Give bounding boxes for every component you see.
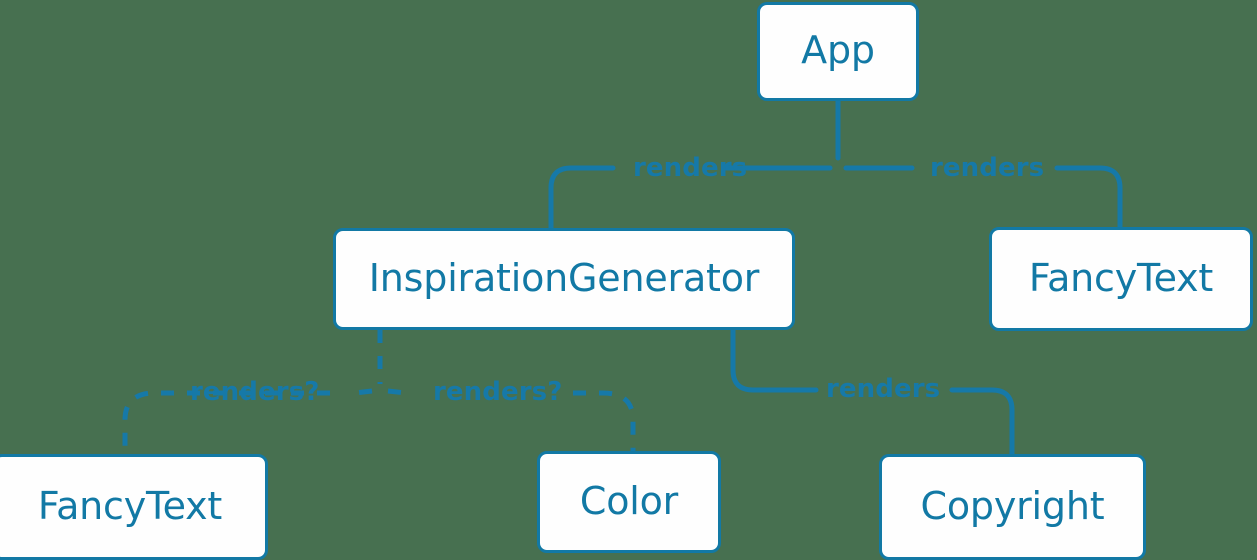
node-copyright-label: Copyright bbox=[920, 483, 1105, 528]
edge-inspirationgenerator-to-fancytext-mid bbox=[122, 390, 330, 454]
node-color-label: Color bbox=[579, 478, 679, 523]
edge-inspirationgenerator-to-color bbox=[387, 388, 407, 396]
node-inspirationgenerator[interactable]: InspirationGenerator bbox=[333, 228, 795, 330]
node-fancytext-right[interactable]: FancyText bbox=[989, 227, 1253, 331]
edge-inspirationgenerator-to-copyright-tail bbox=[949, 387, 1015, 457]
edge-label-inspirationgenerator-to-color: renders? bbox=[433, 377, 563, 407]
edge-label-app-to-fancytext: renders bbox=[930, 153, 1045, 183]
node-app[interactable]: App bbox=[757, 2, 919, 101]
edge-label-inspirationgenerator-to-fancytext: renders? bbox=[190, 377, 320, 407]
edge-inspirationgenerator-to-fancytext bbox=[354, 388, 373, 396]
node-color[interactable]: Color bbox=[537, 451, 721, 553]
edge-inspirationgenerator-to-color-mid bbox=[573, 390, 636, 451]
node-app-label: App bbox=[801, 28, 875, 72]
edge-label-app-to-inspirationgenerator: renders bbox=[633, 153, 748, 183]
node-copyright[interactable]: Copyright bbox=[879, 454, 1146, 560]
edge-app-to-inspirationgenerator-elbow bbox=[548, 165, 616, 231]
edge-inspirationgenerator-to-copyright bbox=[730, 327, 819, 393]
edge-app-to-fancytext-elbow bbox=[1054, 165, 1123, 230]
edge-label-inspirationgenerator-to-copyright: renders bbox=[826, 374, 941, 404]
node-inspirationgenerator-label: InspirationGenerator bbox=[368, 255, 760, 300]
node-fancytext-bottom[interactable]: FancyText bbox=[0, 454, 268, 560]
node-fancytext-right-label: FancyText bbox=[1028, 255, 1214, 300]
node-fancytext-bottom-label: FancyText bbox=[37, 483, 223, 528]
